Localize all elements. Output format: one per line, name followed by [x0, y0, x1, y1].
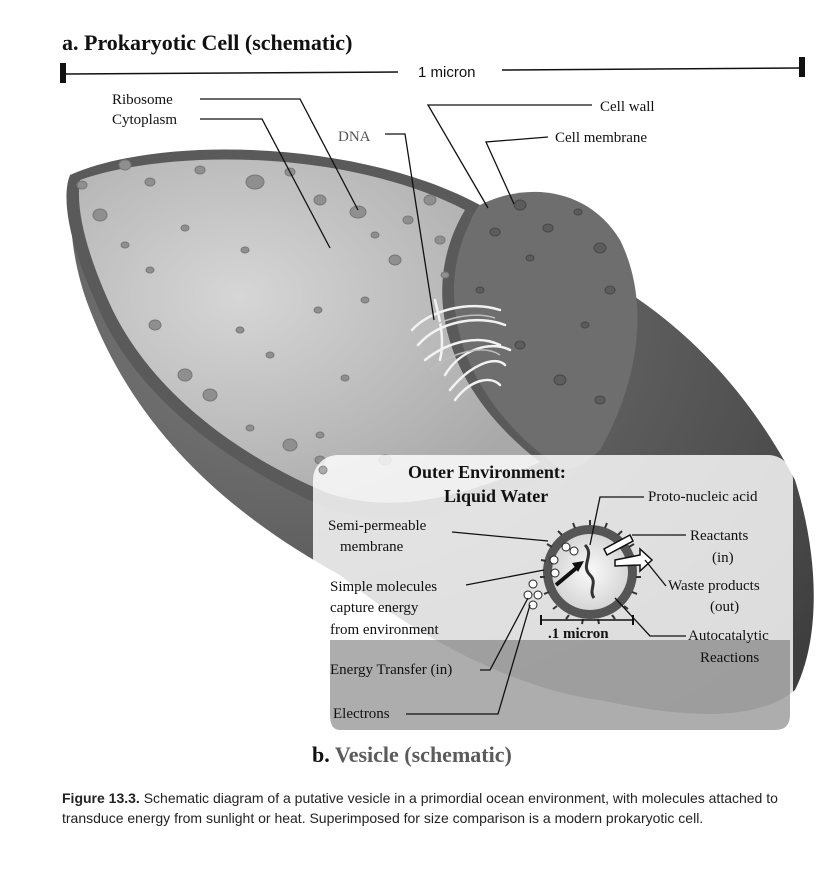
scale-label-1-micron: 1 micron: [418, 64, 476, 81]
label-proto-nucleic-acid: Proto-nucleic acid: [648, 489, 758, 505]
label-reactants-1: Reactants: [690, 528, 748, 544]
ribosome-granules-inner: [475, 199, 616, 405]
membrane-inner-face: [454, 191, 638, 469]
label-cell-membrane: Cell membrane: [555, 130, 647, 146]
energy-arrowhead: [572, 561, 584, 572]
label-cell-wall: Cell wall: [600, 99, 655, 115]
label-energy-transfer: Energy Transfer (in): [330, 662, 452, 678]
label-semi-permeable-1: Semi-permeable: [328, 518, 427, 534]
panel-a-title: a. Prokaryotic Cell (schematic): [62, 30, 352, 55]
ribosome-granules: [76, 159, 450, 466]
label-waste-products-2: (out): [710, 599, 739, 615]
label-waste-products-1: Waste products: [668, 578, 760, 594]
caption-text: Schematic diagram of a putative vesicle …: [62, 790, 778, 826]
label-autocatalytic-2: Reactions: [700, 650, 759, 666]
panel-b-title: b. Vesicle (schematic): [312, 742, 512, 767]
label-reactants-2: (in): [712, 550, 734, 566]
reactants-arrow: [603, 533, 634, 557]
scale-bar-1-micron: 1 micron: [60, 57, 805, 83]
waste-arrow: [614, 547, 654, 573]
vesicle: [523, 520, 654, 625]
label-cytoplasm: Cytoplasm: [112, 112, 177, 128]
cytoplasm-face: [78, 159, 540, 503]
label-simple-molecules-3: from environment: [330, 622, 440, 638]
dna-strands-shadow: [409, 314, 501, 371]
vesicle-heading-line1: Outer Environment:: [408, 462, 566, 482]
scale-bar-0-1-micron: .1 micron: [540, 615, 634, 642]
figure-caption: Figure 13.3. Schematic diagram of a puta…: [62, 788, 832, 828]
vesicle-panel: Outer Environment: Liquid Water: [313, 455, 793, 730]
label-dna: DNA: [338, 129, 371, 145]
vesicle-heading-line2: Liquid Water: [444, 486, 548, 506]
label-simple-molecules-1: Simple molecules: [330, 579, 437, 595]
vesicle-leader-lines: [406, 496, 686, 715]
figure-label: Figure 13.3.: [62, 790, 140, 806]
cell-leader-lines: [200, 98, 592, 321]
label-electrons: Electrons: [333, 706, 390, 722]
label-ribosome: Ribosome: [112, 92, 173, 108]
label-semi-permeable-2: membrane: [340, 539, 404, 555]
dna-strands: [410, 298, 512, 402]
panel-dot: [318, 465, 328, 475]
scale-label-0-1-micron: .1 micron: [548, 626, 609, 642]
label-simple-molecules-2: capture energy: [330, 600, 419, 616]
vesicle-panel-shade: [330, 640, 790, 730]
attached-molecules: [549, 542, 579, 578]
proto-nucleic-acid-strand: [583, 543, 596, 599]
label-autocatalytic-1: Autocatalytic: [688, 628, 769, 644]
